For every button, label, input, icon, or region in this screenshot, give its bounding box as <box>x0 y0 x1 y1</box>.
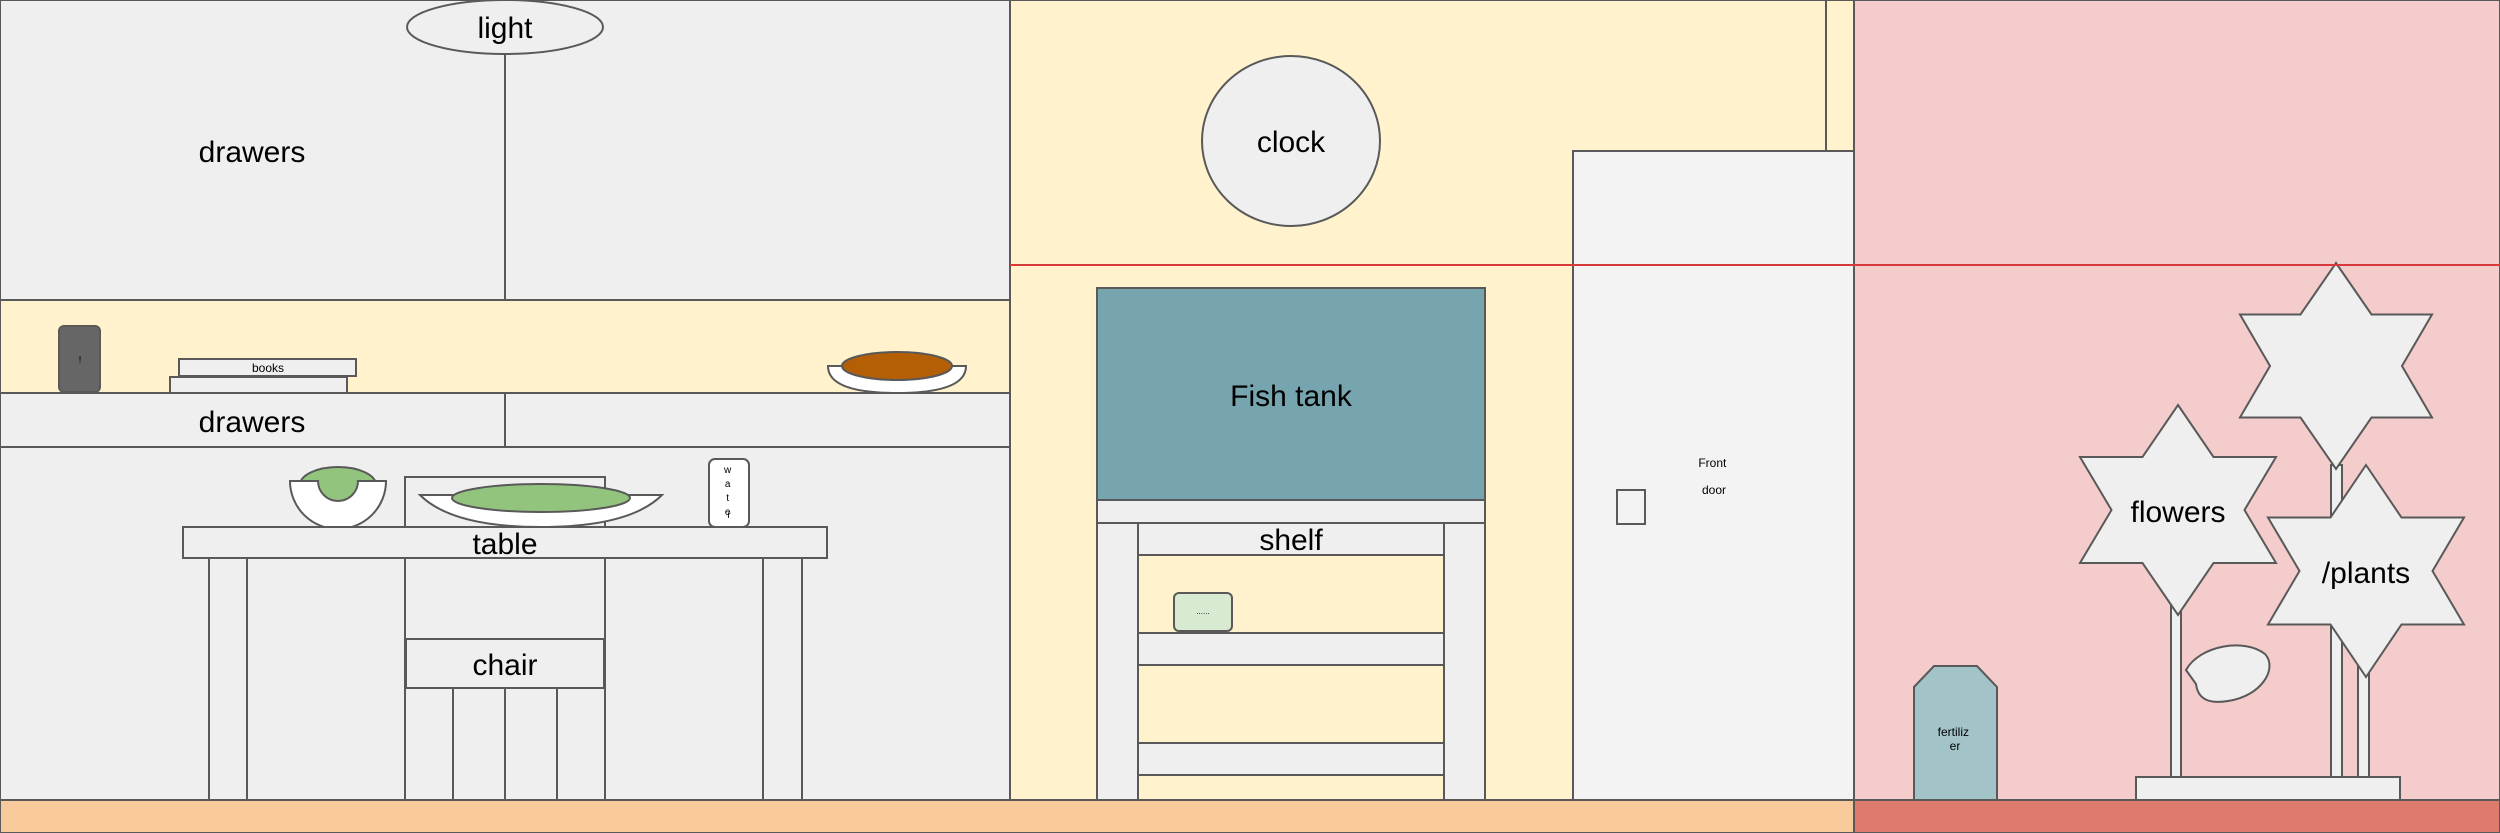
flower-star <box>2266 463 2466 679</box>
light-fixture <box>406 0 604 55</box>
floor <box>0 799 1855 833</box>
table-leg-right <box>762 557 803 801</box>
drawers-mid-label: drawers <box>199 406 306 439</box>
speaker <box>58 325 101 393</box>
plants-label: /plants <box>2322 557 2410 590</box>
shelf-post-right <box>1443 522 1486 801</box>
books-label: books <box>252 361 284 375</box>
front-door <box>1572 150 1855 801</box>
book-bottom <box>169 376 348 394</box>
salad <box>451 483 631 513</box>
door-lock <box>1616 489 1646 525</box>
planter-base <box>2135 776 2401 801</box>
book-top <box>178 358 357 377</box>
shelf-board <box>1137 522 1445 556</box>
shelf-label: shelf <box>1259 524 1323 557</box>
speaker-label: ! <box>79 355 82 366</box>
shelf-top <box>1096 499 1486 524</box>
clock-label: clock <box>1257 126 1326 159</box>
light-label: light <box>477 12 533 45</box>
flowers-label: flowers <box>2130 496 2225 529</box>
flower-star <box>2238 261 2434 471</box>
chair-seat <box>405 638 605 689</box>
table-leg-left <box>208 557 248 801</box>
pie <box>841 351 953 381</box>
clock-face <box>1201 55 1381 227</box>
chair-label: chair <box>472 649 537 682</box>
drawers-top-label: drawers <box>199 136 306 169</box>
table-top <box>182 526 828 559</box>
leaf <box>2184 644 2271 703</box>
plant-stem <box>2170 599 2182 778</box>
door-frame-post <box>1825 0 1855 152</box>
table-label: table <box>472 528 537 561</box>
door-label: Front door <box>1698 456 1729 497</box>
shelf-board <box>1137 632 1445 666</box>
garden-floor <box>1853 799 2500 833</box>
shelf-box <box>1173 592 1233 632</box>
shelf-box-label: ...... <box>1196 607 1209 616</box>
flower-star <box>2078 403 2278 617</box>
fertilizer-label: fertiliz er <box>1938 725 1973 753</box>
water-label: w a t e r <box>723 465 734 521</box>
fruit-bowl <box>288 480 388 530</box>
fish-tank-label: Fish tank <box>1230 380 1353 413</box>
shelf-board <box>1137 742 1445 776</box>
shelf-post-left <box>1096 522 1139 801</box>
fish-tank <box>1096 287 1486 501</box>
